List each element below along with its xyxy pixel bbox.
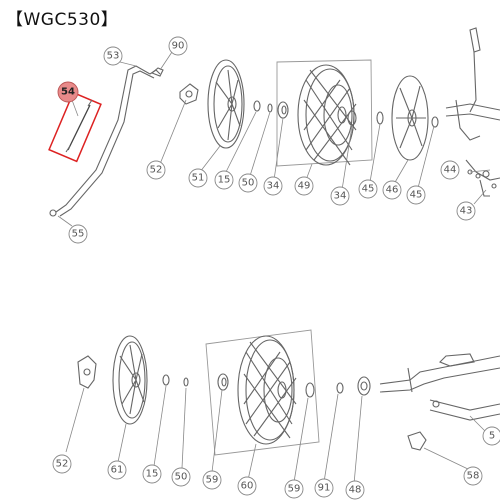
callout-34: 34	[263, 176, 283, 196]
callout-60: 60	[237, 476, 257, 496]
washer-part	[431, 116, 439, 128]
callout-15: 15	[214, 170, 234, 190]
callout-5: 5	[482, 426, 500, 446]
nut-part	[357, 376, 371, 396]
callout-label: 52	[150, 165, 163, 176]
callout-label: 5	[489, 431, 495, 442]
callout-52: 52	[146, 160, 166, 180]
callout-91: 91	[314, 478, 334, 498]
callout-label: 34	[267, 181, 280, 192]
hubcap-rim-part	[112, 335, 148, 425]
callout-label: 15	[218, 175, 231, 186]
callout-54-highlighted: 54	[57, 81, 79, 103]
tire-part	[297, 64, 357, 166]
callout-label: 59	[288, 484, 301, 495]
bearing-part	[277, 101, 289, 119]
callout-label: 45	[410, 190, 423, 201]
callout-15: 15	[142, 464, 162, 484]
callout-43: 43	[456, 201, 476, 221]
callout-44: 44	[440, 160, 460, 180]
callout-61: 61	[107, 460, 127, 480]
callout-label: 50	[175, 472, 188, 483]
washer-part	[253, 100, 273, 113]
callout-label: 53	[107, 51, 120, 62]
callout-label: 52	[56, 459, 69, 470]
hubcap-part	[391, 75, 429, 161]
callout-90: 90	[168, 36, 188, 56]
washer-part	[162, 374, 189, 387]
washer-part	[376, 111, 384, 125]
callout-59: 59	[284, 479, 304, 499]
callout-49: 49	[294, 176, 314, 196]
axle-assembly-part	[379, 353, 500, 421]
callout-48: 48	[345, 480, 365, 500]
bracket-part	[407, 431, 427, 451]
callout-label: 51	[192, 173, 205, 184]
bearing-part	[217, 373, 229, 391]
callout-label: 34	[334, 191, 347, 202]
bearing-part	[347, 110, 357, 126]
callout-label: 59	[206, 475, 219, 486]
callout-46: 46	[382, 180, 402, 200]
spring-part-highlighted	[48, 91, 102, 163]
bearing-part	[305, 382, 315, 398]
callout-label: 50	[242, 178, 255, 189]
washer-part	[336, 382, 344, 394]
callout-53: 53	[103, 46, 123, 66]
callout-45: 45	[358, 179, 378, 199]
callout-51: 51	[188, 168, 208, 188]
hubcap-rim-part	[207, 59, 245, 149]
tire-frame	[276, 59, 373, 167]
callout-label: 43	[460, 206, 473, 217]
callout-label: 49	[298, 181, 311, 192]
callout-label: 60	[241, 481, 254, 492]
bracket-part	[179, 83, 199, 105]
tire-part	[237, 335, 297, 445]
callout-58: 58	[463, 466, 483, 486]
callout-label: 90	[172, 41, 185, 52]
callout-label: 54	[61, 87, 75, 98]
callout-34: 34	[330, 186, 350, 206]
callout-label: 55	[72, 229, 85, 240]
callout-label: 15	[146, 469, 159, 480]
callout-label: 48	[349, 485, 362, 496]
callout-50: 50	[171, 467, 191, 487]
tire-frame	[205, 329, 320, 456]
leader-lines	[57, 51, 491, 485]
callout-label: 45	[362, 184, 375, 195]
callout-59: 59	[202, 470, 222, 490]
axle-assembly-part	[445, 27, 500, 197]
callout-50: 50	[238, 173, 258, 193]
callout-52: 52	[52, 454, 72, 474]
callout-label: 44	[444, 165, 457, 176]
callout-label: 61	[111, 465, 124, 476]
diagram-title: 【WGC530】	[6, 10, 119, 30]
bracket-part	[77, 355, 97, 389]
hook-part	[150, 67, 164, 77]
callout-label: 58	[467, 471, 480, 482]
callout-label: 91	[318, 483, 331, 494]
callout-55: 55	[68, 224, 88, 244]
callout-45: 45	[406, 185, 426, 205]
callout-label: 46	[386, 185, 399, 196]
